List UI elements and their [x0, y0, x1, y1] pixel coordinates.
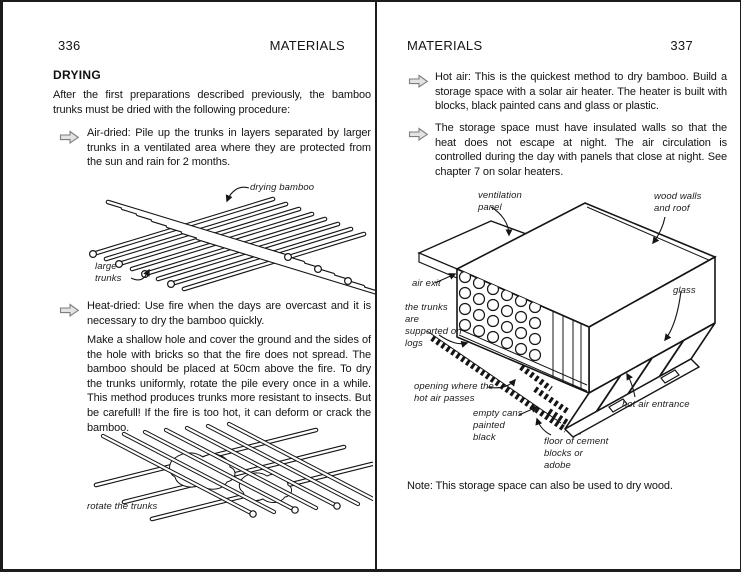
figure-drying-stack [83, 174, 375, 306]
page-number-right: 337 [670, 38, 693, 53]
bullet-hot-air: Hot air: This is the quickest method to … [435, 71, 727, 113]
label-floor-cement: floor of cement blocks or adobe [544, 436, 609, 471]
label-air-exit: air exit [412, 278, 441, 289]
label-ventilation-panel: ventilation panel [478, 190, 522, 213]
arrow-bullet-icon [59, 303, 80, 318]
figure-solar-dryer [403, 177, 738, 472]
arrow-bullet-icon [408, 74, 429, 89]
label-glass: glass [673, 285, 696, 296]
label-trunks-supported: the trunks are supported on logs [405, 302, 462, 349]
label-hot-air-entrance: hot air entrance [622, 399, 690, 410]
arrow-bullet-icon [59, 130, 80, 145]
figure2-label-rotate-trunks: rotate the trunks [87, 501, 158, 512]
running-head-right: MATERIALS [407, 38, 483, 53]
label-opening-hot-air: opening where the hot air passes [414, 381, 494, 404]
bullet-storage-space: The storage space must have insulated wa… [435, 122, 727, 178]
figure1-label-large-trunks: large trunks [95, 261, 122, 284]
bullet-air-dried: Air-dried: Pile up the trunks in layers … [87, 127, 371, 169]
arrow-bullet-icon [408, 127, 429, 142]
label-empty-cans: empty cans painted black [473, 408, 523, 443]
label-wood-walls-roof: wood walls and roof [654, 191, 702, 214]
figure1-label-drying-bamboo: drying bamboo [250, 182, 315, 193]
heat-paragraph: Make a shallow hole and cover the ground… [87, 334, 371, 434]
figure-rotate-stack [81, 410, 373, 535]
section-heading: DRYING [53, 68, 102, 82]
intro-paragraph: After the first preparations described p… [53, 89, 371, 116]
running-head-left: MATERIALS [269, 38, 345, 53]
bullet-heat-dried: Heat-dried: Use fire when the days are o… [87, 300, 371, 327]
page-number-left: 336 [58, 38, 81, 53]
page-divider [375, 2, 377, 569]
note-text: Note: This storage space can also be use… [407, 480, 673, 492]
